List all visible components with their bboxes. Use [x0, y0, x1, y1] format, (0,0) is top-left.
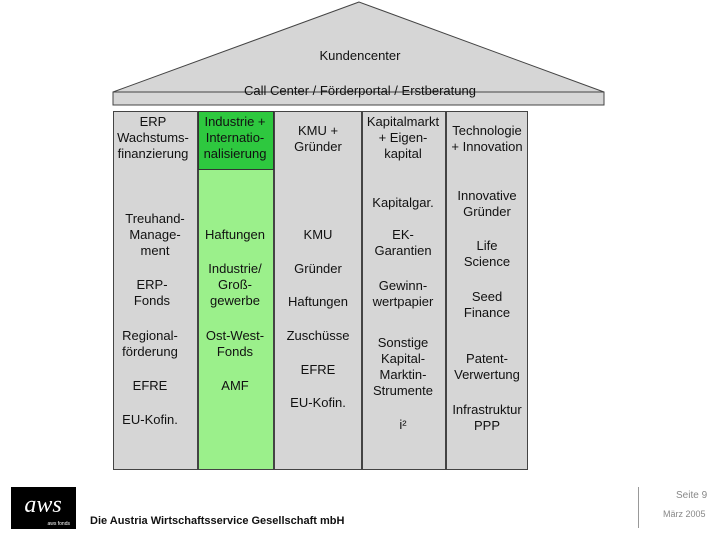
col1-item-efre: EFRE	[132, 378, 168, 393]
footer-organization: Die Austria Wirtschaftsservice Gesellsch…	[90, 515, 345, 527]
pillar-5	[446, 111, 528, 470]
roof-title: Kundencenter	[319, 48, 401, 63]
col4-item-gewinnwertpapier: Gewinn-wertpapier	[372, 278, 434, 309]
col2-item-industrie: Industrie/Groß-gewerbe	[208, 261, 262, 308]
col1-item-erp-fonds: ERP-Fonds	[133, 277, 171, 308]
col3-item-eu-kofin: EU-Kofin.	[290, 395, 346, 410]
col3-item-kmu: KMU	[303, 227, 333, 242]
col5-header: Technologie+ Innovation	[451, 123, 523, 154]
col1-item-regional: Regional-förderung	[122, 328, 178, 359]
col3-header: KMU +Gründer	[294, 123, 342, 154]
col5-item-patent: Patent-Verwertung	[454, 351, 520, 382]
col4-item-ek-garantien: EK-Garantien	[374, 227, 432, 258]
page-number: Seite 9	[676, 490, 708, 501]
col2-item-haftungen: Haftungen	[205, 227, 265, 242]
pillar-2-header-block	[198, 111, 274, 170]
pillar-4	[362, 111, 446, 470]
logo-subtext: aws fonds	[47, 521, 70, 527]
col4-item-kapitalgar: Kapitalgar.	[372, 195, 434, 210]
pillar-3	[274, 111, 362, 470]
pillar-1	[113, 111, 198, 470]
aws-logo: aws aws fonds	[11, 487, 76, 529]
col2-header: Industrie +Internatio-nalisierung	[203, 114, 267, 161]
col1-item-eu-kofin: EU-Kofin.	[122, 412, 178, 427]
col3-item-zuschuesse: Zuschüsse	[286, 328, 350, 343]
roof-subtitle: Call Center / Förderportal / Erstberatun…	[244, 83, 476, 98]
col1-item-treuhand: Treuhand-Manage-ment	[125, 211, 185, 258]
col3-item-efre: EFRE	[300, 362, 336, 377]
col3-item-haftungen: Haftungen	[288, 294, 348, 309]
col3-item-gruender: Gründer	[294, 261, 342, 276]
col2-item-ost-west: Ost-West-Fonds	[205, 328, 265, 359]
col4-item-i2: i²	[399, 417, 407, 432]
footer-divider	[638, 487, 639, 528]
logo-text: aws	[24, 492, 61, 518]
aws-logo-icon: aws aws fonds	[24, 492, 70, 527]
roof-shape	[112, 1, 605, 106]
col2-item-amf: AMF	[221, 378, 249, 393]
col4-header: Kapitalmarkt+ Eigen-kapital	[366, 114, 440, 161]
page-date: März 2005	[663, 509, 706, 519]
